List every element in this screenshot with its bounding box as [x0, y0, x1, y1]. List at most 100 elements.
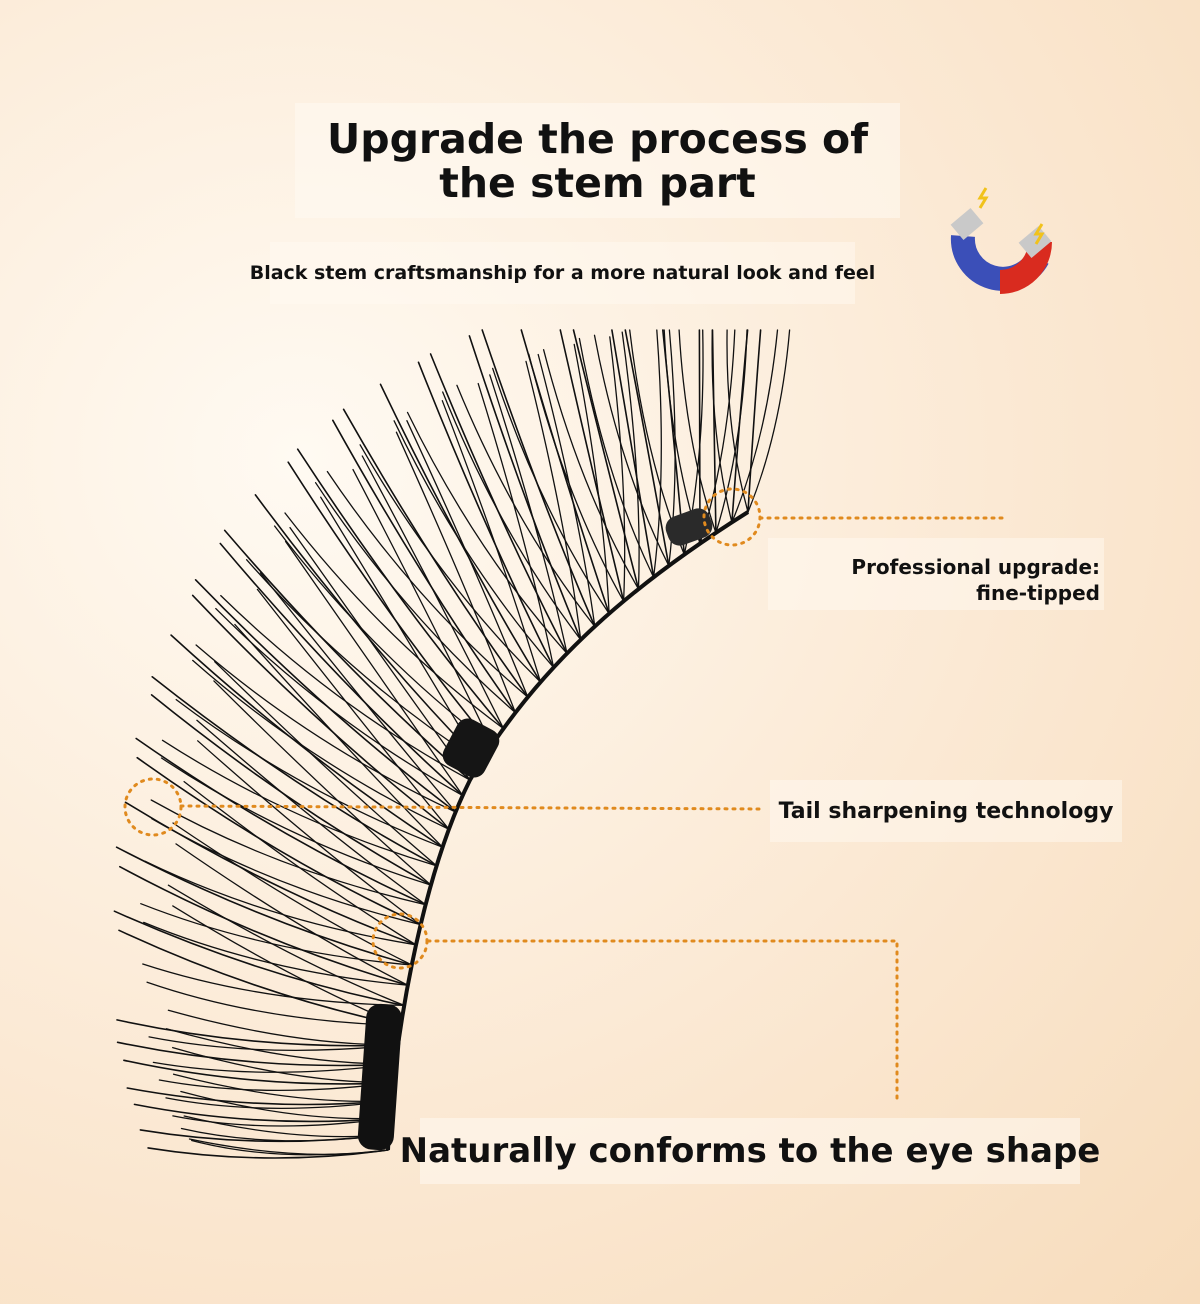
- lash-strand: [489, 374, 568, 655]
- lash-strand: [528, 353, 625, 602]
- lash-strand: [175, 843, 409, 986]
- band-magnet-bottom: [357, 1003, 403, 1151]
- lash-strand: [578, 337, 655, 578]
- lash-strand: [136, 756, 422, 926]
- lash-strand: [167, 884, 405, 1007]
- lash-strand: [417, 361, 555, 669]
- lash-strand: [175, 698, 444, 848]
- lash-strand: [133, 1103, 391, 1123]
- lash-strand: [342, 408, 529, 698]
- lash-strand: [113, 910, 405, 1007]
- page-title: Upgrade the process of the stem part: [295, 103, 900, 218]
- lash-strand: [711, 329, 733, 523]
- lash-strand: [126, 1087, 393, 1106]
- lash-strand: [593, 334, 670, 567]
- lash-strand: [747, 329, 762, 513]
- lash-strand: [254, 494, 482, 764]
- lash-strand: [144, 860, 417, 946]
- lash-strand: [170, 634, 444, 849]
- lash-strand: [359, 444, 542, 683]
- lash-strand: [139, 1129, 390, 1143]
- lash-strand: [468, 335, 582, 641]
- lash-strand: [456, 384, 596, 628]
- lash-strand: [542, 349, 640, 590]
- lash-strand: [652, 329, 662, 578]
- lash-strand: [572, 329, 640, 590]
- lash-strand: [492, 367, 610, 615]
- lash-strand: [559, 329, 625, 602]
- lash-strand: [326, 470, 529, 698]
- lash-strand: [234, 623, 444, 848]
- lash-strand: [195, 644, 457, 813]
- lash-strand: [361, 455, 505, 730]
- lash-strand: [621, 331, 640, 590]
- lash-strand: [219, 542, 464, 797]
- lash-strand: [135, 737, 427, 906]
- lash-strand: [731, 329, 749, 524]
- page-subtitle: Black stem craftsmanship for a more natu…: [250, 242, 875, 304]
- lash-strand: [151, 676, 438, 867]
- lash-strand: [395, 431, 517, 714]
- lash-strand: [442, 391, 582, 641]
- lash-strand: [172, 1073, 393, 1102]
- band-magnet-middle: [442, 718, 500, 778]
- callout-tail-sharpening: Tail sharpening technology: [770, 780, 1122, 842]
- lash-strand: [123, 1059, 395, 1085]
- lash-strand: [711, 329, 717, 534]
- lash-strand: [215, 607, 464, 797]
- lash-strand: [537, 353, 596, 628]
- lash-strand: [245, 559, 482, 763]
- lash-strand: [140, 903, 413, 966]
- lash-strand: [116, 1041, 397, 1067]
- lash-strand: [406, 420, 529, 698]
- lash-strand: [223, 529, 471, 781]
- callout-markers: [123, 487, 1005, 1102]
- lash-strand: [284, 512, 505, 730]
- lash-strand: [678, 329, 717, 534]
- lash-strand: [296, 448, 505, 730]
- lash-strand: [393, 420, 555, 669]
- lash-strand: [611, 329, 655, 578]
- lash-strand: [160, 757, 432, 886]
- lash-strand: [624, 329, 670, 567]
- lash-strand: [352, 468, 493, 746]
- lash-strand: [256, 588, 450, 830]
- lash-strand: [115, 846, 413, 966]
- lash-strand: [406, 411, 568, 655]
- lash-strand: [715, 329, 748, 534]
- lash-strand: [220, 594, 471, 781]
- lash-strand: [119, 865, 409, 986]
- lash-strand: [747, 329, 791, 513]
- lash-strand: [609, 336, 626, 602]
- lash-strand: [142, 963, 405, 1007]
- lash-strand: [188, 1138, 389, 1155]
- lash-strand: [481, 329, 596, 628]
- lash-strand: [731, 329, 779, 523]
- lash-strand: [191, 594, 450, 831]
- lash-strand: [214, 661, 438, 867]
- lash-strand: [441, 400, 542, 683]
- lash-strand: [143, 921, 409, 986]
- lash-strand: [284, 540, 464, 797]
- lash-strand: [161, 739, 438, 867]
- lash-strand: [118, 929, 402, 1027]
- lash-strand: [273, 525, 493, 746]
- lash-strand: [150, 799, 427, 906]
- lash-strand: [314, 482, 517, 714]
- lash-strand: [213, 680, 432, 886]
- callout-fine-tipped: Professional upgrade: fine-tipped: [768, 538, 1104, 610]
- lash-strand: [151, 818, 422, 926]
- lash-strand: [116, 1019, 399, 1047]
- lash-strand: [525, 360, 582, 641]
- lash-strand: [287, 461, 493, 746]
- lash-strand: [196, 719, 427, 906]
- lash-strand: [150, 694, 432, 886]
- magnet-icon: [950, 187, 1052, 294]
- band-magnet-top: [665, 508, 713, 546]
- lash-strand: [332, 419, 517, 714]
- lash-strand: [172, 822, 413, 966]
- lash-strand: [573, 343, 610, 615]
- lash-strand: [192, 659, 450, 830]
- callout-eye-shape: Naturally conforms to the eye shape: [400, 1118, 1100, 1184]
